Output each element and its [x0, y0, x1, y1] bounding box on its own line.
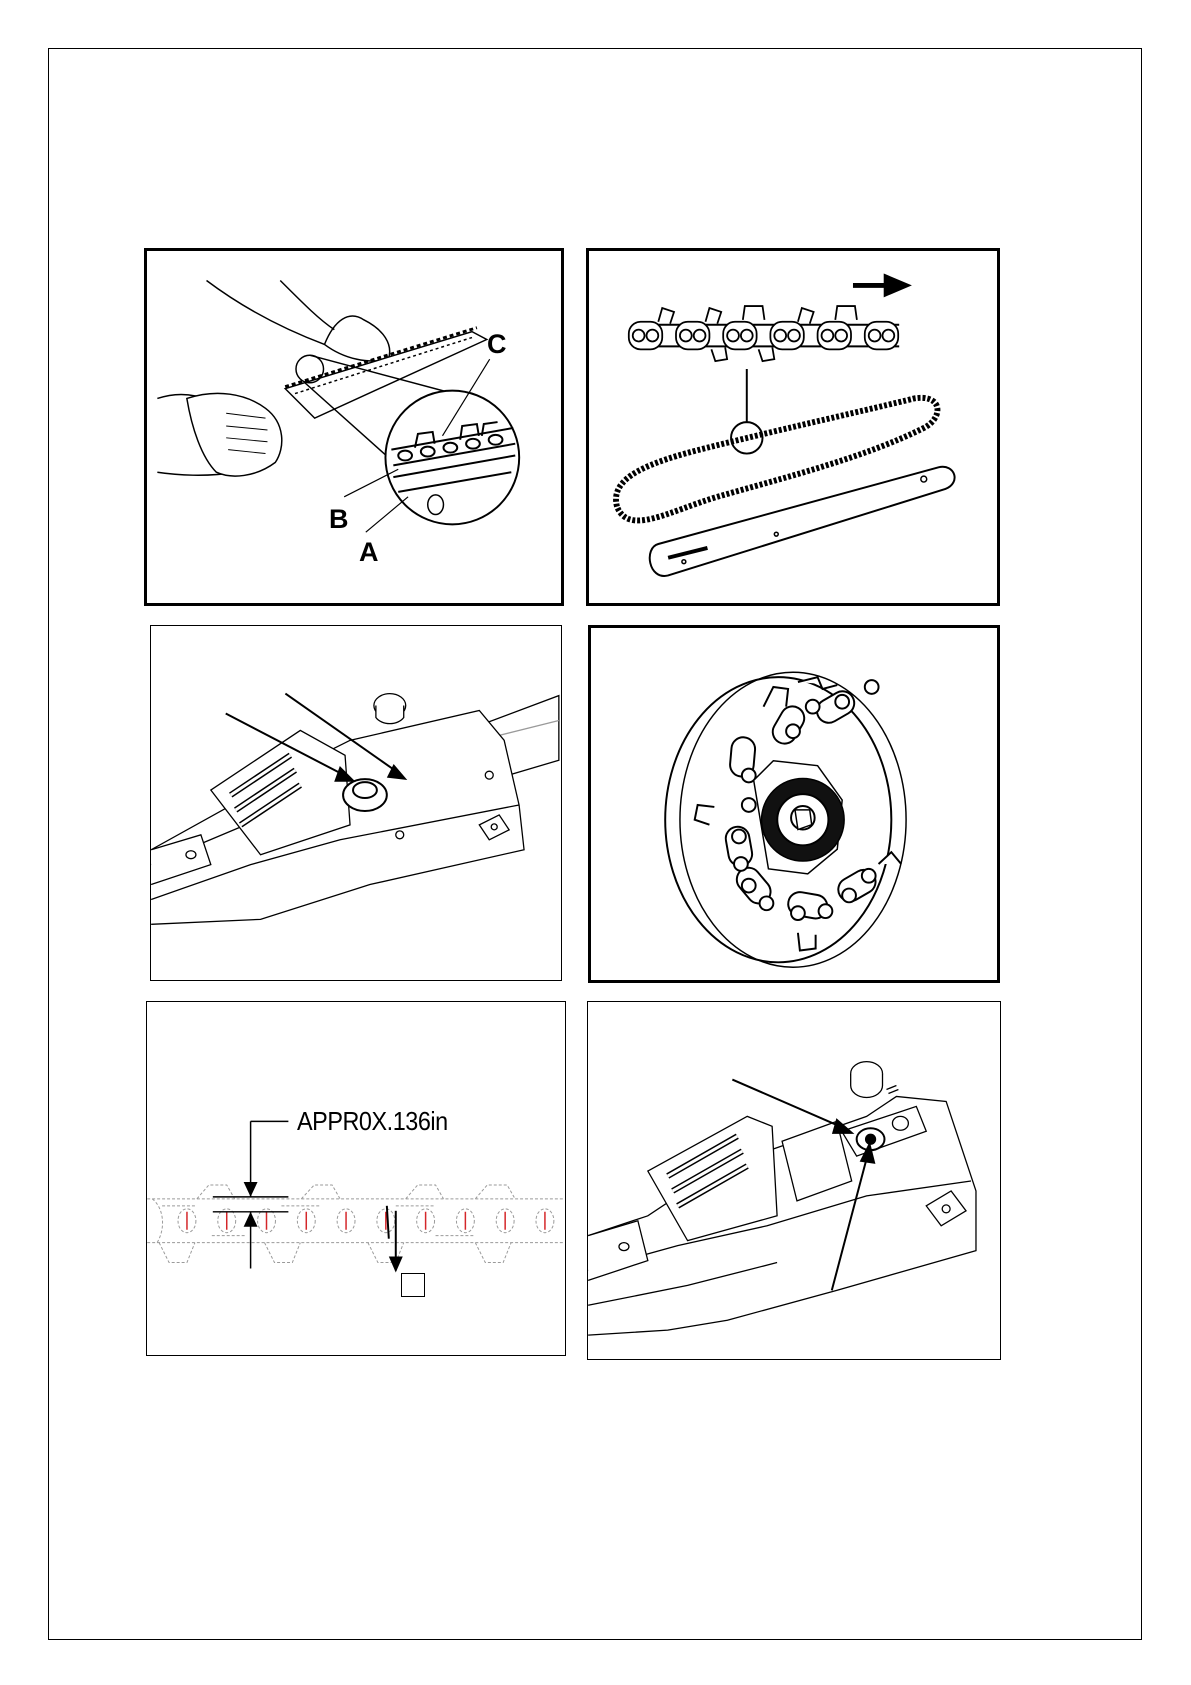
figure-chain-orientation: C B A [144, 248, 564, 606]
chain-orientation-illustration [147, 251, 561, 603]
figure-cover-adjust [587, 1001, 1001, 1360]
callout-a: A [359, 539, 379, 566]
figure-chain-sprocket [588, 625, 1000, 983]
figure-chain-and-bar [586, 248, 1000, 606]
dimension-label: APPR0X.136in [297, 1108, 448, 1134]
chain-tension-illustration [147, 1002, 565, 1355]
callout-b: B [329, 506, 349, 533]
chain-sprocket-illustration [591, 628, 997, 980]
figure-chain-tension: APPR0X.136in [146, 1001, 566, 1356]
callout-c: C [487, 331, 507, 358]
measurement-box [401, 1273, 425, 1297]
cover-adjust-illustration [588, 1002, 1000, 1359]
chain-and-bar-illustration [589, 251, 997, 603]
figure-bar-mount [150, 625, 562, 981]
bar-mount-illustration [151, 626, 561, 980]
